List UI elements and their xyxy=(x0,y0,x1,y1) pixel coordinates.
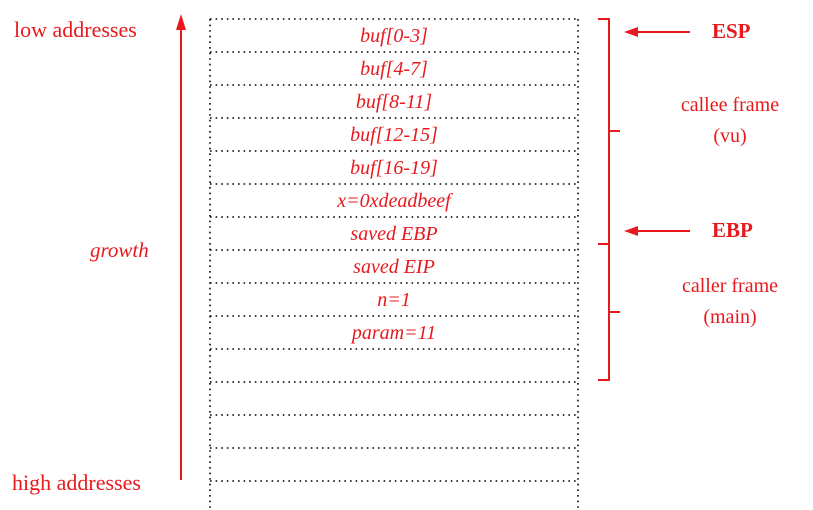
low-addresses-label: low addresses xyxy=(14,17,137,42)
growth-arrow-head xyxy=(176,14,186,30)
esp-arrow-head xyxy=(624,27,638,37)
stack-cells: buf[0-3] buf[4-7] buf[8-11] buf[12-15] buf[1… xyxy=(336,25,453,344)
stack-cell: buf[8-11] xyxy=(356,91,432,113)
growth-label: growth xyxy=(90,238,149,262)
caller-frame-brace xyxy=(598,243,620,381)
stack-cell: buf[12-15] xyxy=(350,124,438,146)
stack-cell: buf[4-7] xyxy=(360,58,428,80)
callee-frame-label: callee frame xyxy=(681,94,779,116)
stack-cell: param=11 xyxy=(350,322,436,344)
stack-cell: x=0xdeadbeef xyxy=(336,190,453,212)
stack-cell: buf[0-3] xyxy=(360,25,428,47)
stack-cell: saved EBP xyxy=(350,223,437,245)
stack-cell: saved EIP xyxy=(353,256,435,278)
stack-cell: n=1 xyxy=(377,289,411,311)
caller-frame-name: (main) xyxy=(703,306,756,328)
caller-frame-label: caller frame xyxy=(682,275,778,297)
stack-grid xyxy=(209,18,579,510)
ebp-label: EBP xyxy=(712,218,753,242)
esp-label: ESP xyxy=(712,19,751,43)
high-addresses-label: high addresses xyxy=(12,470,141,495)
stack-cell: buf[16-19] xyxy=(350,157,438,179)
callee-frame-name: (vu) xyxy=(713,125,746,147)
callee-frame-brace xyxy=(598,18,620,245)
ebp-arrow-head xyxy=(624,226,638,236)
